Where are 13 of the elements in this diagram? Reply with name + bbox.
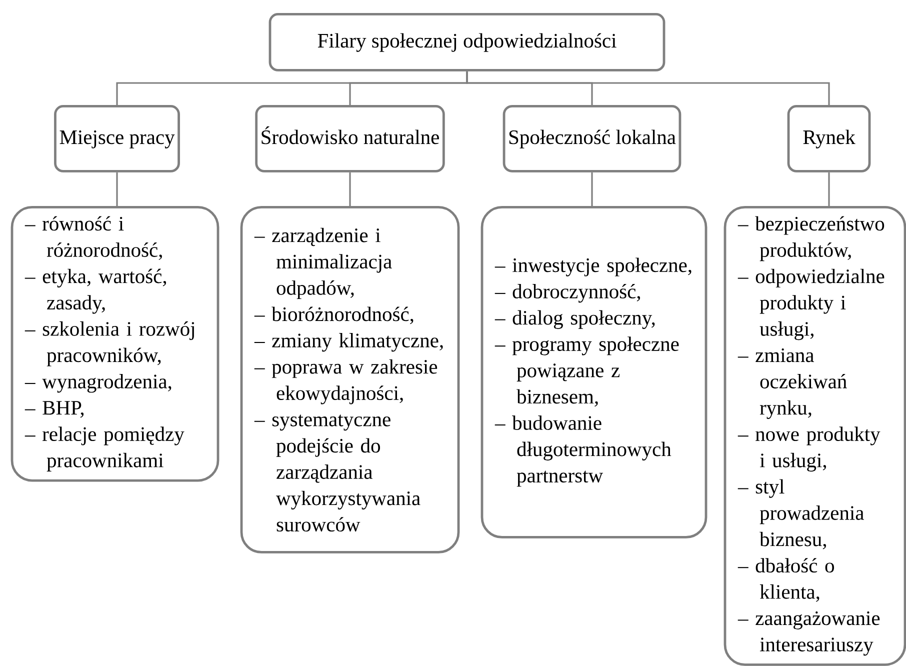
category-box: Miejsce pracy xyxy=(54,105,180,172)
title-box: Filary społecznej odpowiedzialności xyxy=(268,13,666,72)
connector-line xyxy=(349,172,351,206)
connector-line xyxy=(591,172,593,206)
category-box: Rynek xyxy=(787,105,871,172)
list-box: – bezpieczeństwo produktów, – odpowiedzialne produkty i usługi, – zmiana oczekiwań rynku, – nowe produkty i usługi, – styl prowadzenia biznesu, – dbałość o klienta, – zaangażowanie interesariuszy xyxy=(724,206,906,666)
category-box: Społeczność lokalna xyxy=(502,105,682,172)
list-box: – równość i różnorodność, – etyka, wartość, zasady, – szkolenia i rozwój pracowników, – wynagrodzenia, – BHP, – relacje pomiędzy pracownikami xyxy=(10,206,220,482)
connector-line xyxy=(828,172,830,206)
list-box: – inwestycje społeczne, – dobroczynność, – dialog społeczny, – programy społeczne powiązane z biznesem, – budowanie długoterminowych partnerstw xyxy=(480,206,708,538)
category-box: Środowisko naturalne xyxy=(255,105,445,172)
connector-line xyxy=(116,172,118,206)
list-box: – zarządzenie i minimalizacja odpadów, – bioróżnorodność, – zmiany klimatyczne, – poprawa w zakresie ekowydajności, – systematyczne podejście do zarządzania wykorzystywania surowców xyxy=(240,206,460,554)
